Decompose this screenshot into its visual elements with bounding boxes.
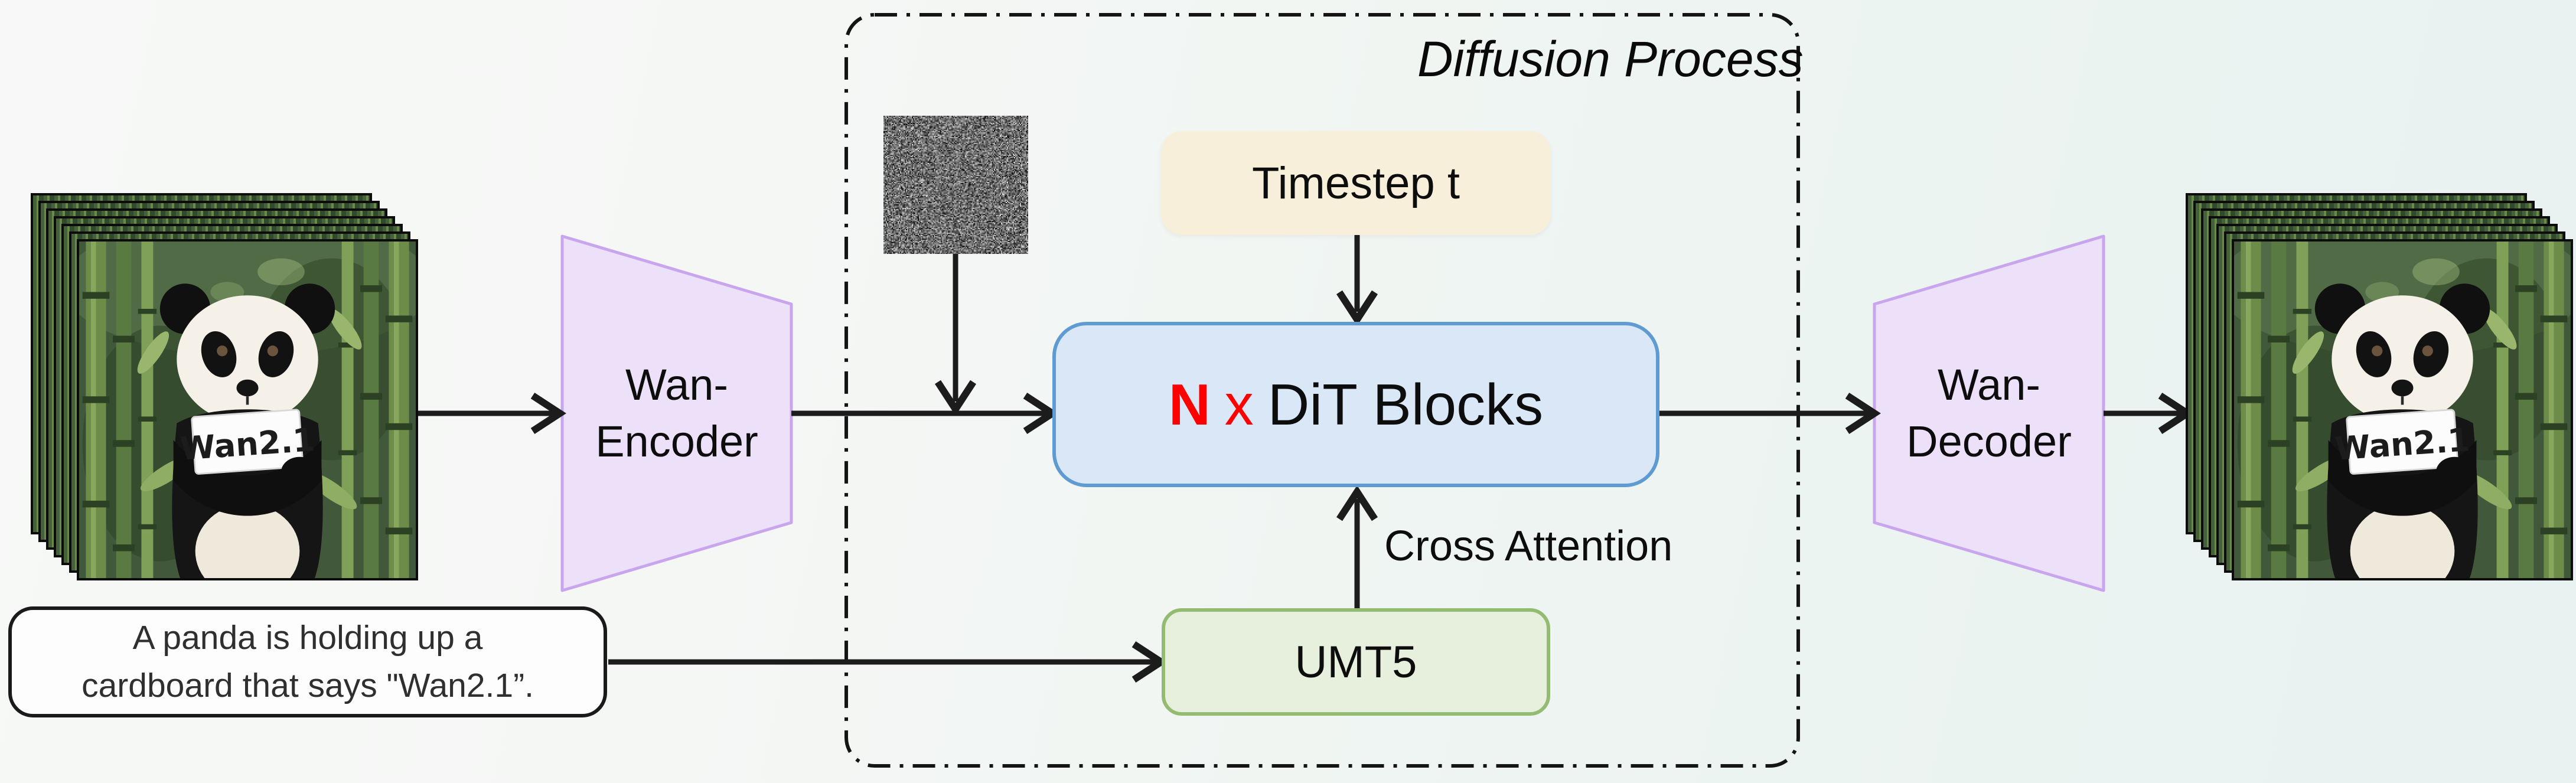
encoder-label-line2: Encoder — [595, 413, 758, 470]
encoder-label-line1: Wan- — [625, 357, 728, 413]
wan-decoder-label: Wan- Decoder — [1874, 319, 2104, 508]
panda-paw — [281, 457, 318, 487]
noise-image — [883, 116, 1028, 254]
panda-photo: Wan2.1 — [2234, 242, 2571, 578]
umt5-node: UMT5 — [1162, 608, 1550, 716]
arrow-umt5-to-dit — [1339, 492, 1375, 608]
umt5-label: UMT5 — [1295, 637, 1417, 688]
prompt-line1: A panda is holding up a — [133, 614, 483, 662]
panda-paw — [2436, 457, 2473, 487]
arrow-frames-to-encoder — [418, 396, 560, 431]
diffusion-process-title: Diffusion Process — [1417, 31, 1791, 88]
dit-blocks-node: N x DiT Blocks — [1052, 322, 1659, 487]
cross-attention-label: Cross Attention — [1384, 522, 1672, 570]
dit-times: x — [1225, 371, 1254, 438]
prompt-line2: cardboard that says "Wan2.1”. — [81, 662, 534, 710]
dit-multiplier: N — [1169, 371, 1211, 438]
arrow-timestep-to-dit — [1339, 235, 1375, 319]
arrow-encoder-to-dit — [791, 396, 1052, 431]
dit-label: DiT Blocks — [1268, 371, 1544, 438]
timestep-node: Timestep t — [1161, 131, 1551, 235]
video-frame-front: Wan2.1 — [77, 239, 418, 580]
video-frame-front: Wan2.1 — [2232, 239, 2573, 580]
arrow-prompt-to-umt5 — [608, 644, 1161, 680]
decoder-label-line1: Wan- — [1938, 357, 2040, 413]
decoder-label-line2: Decoder — [1906, 413, 2072, 470]
wan-encoder-label: Wan- Encoder — [562, 319, 791, 508]
arrow-noise-down — [938, 254, 973, 409]
arrow-dit-to-decoder — [1659, 396, 1874, 431]
arrow-decoder-to-frames — [2104, 396, 2187, 431]
panda-photo: Wan2.1 — [79, 242, 416, 578]
timestep-label: Timestep t — [1252, 158, 1460, 209]
prompt-text-box: A panda is holding up a cardboard that s… — [8, 606, 607, 717]
